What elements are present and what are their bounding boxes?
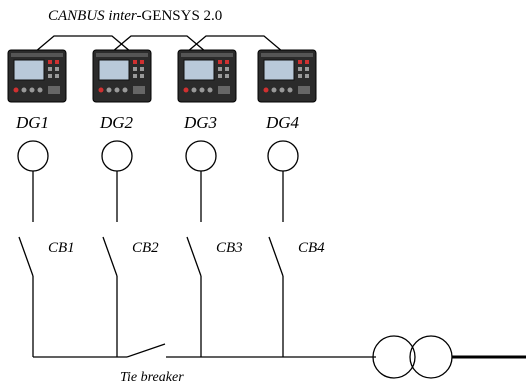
tie-breaker-switch [126,343,166,358]
breaker-cb2-switch [102,236,118,277]
canbus-title-rest: GENSYS 2.0 [141,8,222,24]
controller-dg2 [92,49,152,103]
generator-dg1 [17,140,49,172]
feeder-dg4 [268,171,284,357]
tie-breaker-label: Tie breaker [120,370,184,385]
feeder-dg1 [18,171,34,357]
breaker-cb1-switch [18,236,34,277]
transformer-primary-winding [372,335,416,379]
cb1-label: CB1 [48,240,75,256]
controller-dg1 [7,49,67,103]
cb2-label: CB2 [132,240,159,256]
canbus-title-italic: CANBUS inter- [48,8,141,24]
dg4-label: DG4 [265,113,300,132]
feeder-dg3 [186,171,202,357]
breaker-cb4-switch [268,236,284,277]
dg1-label: DG1 [15,113,49,132]
generator-dg4 [267,140,299,172]
generator-dg3 [185,140,217,172]
transformer-secondary-winding [409,335,453,379]
controller-dg4 [257,49,317,103]
cb4-label: CB4 [298,240,325,256]
feeder-dg2 [102,171,118,357]
cb3-label: CB3 [216,240,243,256]
controller-dg3 [177,49,237,103]
generator-dg2 [101,140,133,172]
canbus-link [34,35,284,53]
canbus-title: CANBUS inter-GENSYS 2.0 [48,8,222,24]
dg2-label: DG2 [99,113,134,132]
dg3-label: DG3 [183,113,217,132]
breaker-cb3-switch [186,236,202,277]
